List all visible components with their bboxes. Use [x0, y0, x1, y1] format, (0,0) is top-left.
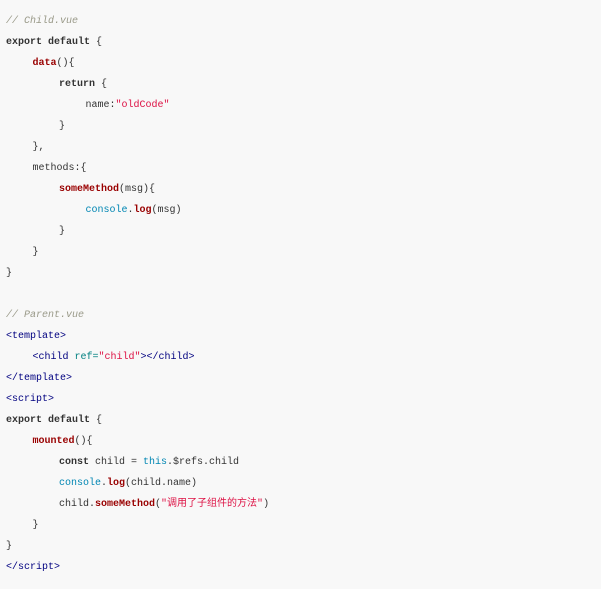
code-line: name:"oldCode" [0, 95, 601, 116]
code-line: export default { [0, 410, 601, 431]
code-line: // Parent.vue [0, 305, 601, 326]
code-token: // Child.vue [6, 16, 79, 27]
code-token: { [95, 79, 108, 90]
code-line: export default { [0, 32, 601, 53]
code-token: . [127, 205, 134, 216]
code-line: child.someMethod("调用了子组件的方法") [0, 494, 601, 515]
code-line: const child = this.$refs.child [0, 452, 601, 473]
code-token: } [6, 541, 13, 552]
code-token: console [59, 478, 102, 489]
code-line: console.log(child.name) [0, 473, 601, 494]
code-line: } [0, 536, 601, 557]
code-token: data [32, 58, 57, 69]
code-token: child. [59, 499, 96, 510]
code-token: <template> [6, 331, 67, 342]
code-line: someMethod(msg){ [0, 179, 601, 200]
code-line: <script> [0, 389, 601, 410]
code-token: </template> [6, 373, 73, 384]
code-token: <script> [6, 394, 55, 405]
code-line: // Child.vue [0, 11, 601, 32]
code-token: methods:{ [32, 163, 87, 174]
code-token: ref= [74, 352, 99, 363]
code-token: (msg){ [119, 184, 156, 195]
code-token: mounted [32, 436, 75, 447]
code-token: </script> [6, 562, 61, 573]
code-token: return [59, 79, 96, 90]
code-token: } [6, 268, 13, 279]
code-token: log [133, 205, 152, 216]
code-token: export default [6, 37, 91, 48]
code-line: <template> [0, 326, 601, 347]
code-token: }, [32, 142, 45, 153]
code-line: }, [0, 137, 601, 158]
code-line: } [0, 515, 601, 536]
code-token: ) [263, 499, 270, 510]
code-line: mounted(){ [0, 431, 601, 452]
code-line [0, 284, 601, 305]
code-line: </template> [0, 368, 601, 389]
code-line: return { [0, 74, 601, 95]
code-token: } [32, 247, 39, 258]
code-token: (child.name) [125, 478, 198, 489]
code-token: { [90, 415, 103, 426]
code-line: } [0, 221, 601, 242]
code-token: (){ [74, 436, 93, 447]
code-line: console.log(msg) [0, 200, 601, 221]
code-token: "调用了子组件的方法" [161, 499, 264, 510]
code-line: } [0, 263, 601, 284]
code-token: <child [32, 352, 75, 363]
code-token: const [59, 457, 90, 468]
code-token: ( [155, 499, 162, 510]
code-token: // Parent.vue [6, 310, 85, 321]
code-token: { [90, 37, 103, 48]
code-token: someMethod [59, 184, 120, 195]
code-line: data(){ [0, 53, 601, 74]
code-token: } [32, 520, 39, 531]
code-token: (){ [56, 58, 75, 69]
code-token: "child" [98, 352, 141, 363]
code-line: } [0, 242, 601, 263]
code-token: export default [6, 415, 91, 426]
code-token: log [107, 478, 126, 489]
code-token: console [85, 205, 128, 216]
code-token: . [101, 478, 108, 489]
code-token: name: [85, 100, 116, 111]
code-token: .$refs.child [167, 457, 240, 468]
code-line: <child ref="child"></child> [0, 347, 601, 368]
code-token: } [59, 226, 66, 237]
code-token: (msg) [151, 205, 182, 216]
code-token: child = [89, 457, 144, 468]
code-token: "oldCode" [115, 100, 170, 111]
code-line: methods:{ [0, 158, 601, 179]
code-token: } [59, 121, 66, 132]
code-line: </script> [0, 557, 601, 578]
code-token: this [143, 457, 168, 468]
code-token: someMethod [95, 499, 156, 510]
code-line: } [0, 116, 601, 137]
code-token: ></child> [140, 352, 195, 363]
